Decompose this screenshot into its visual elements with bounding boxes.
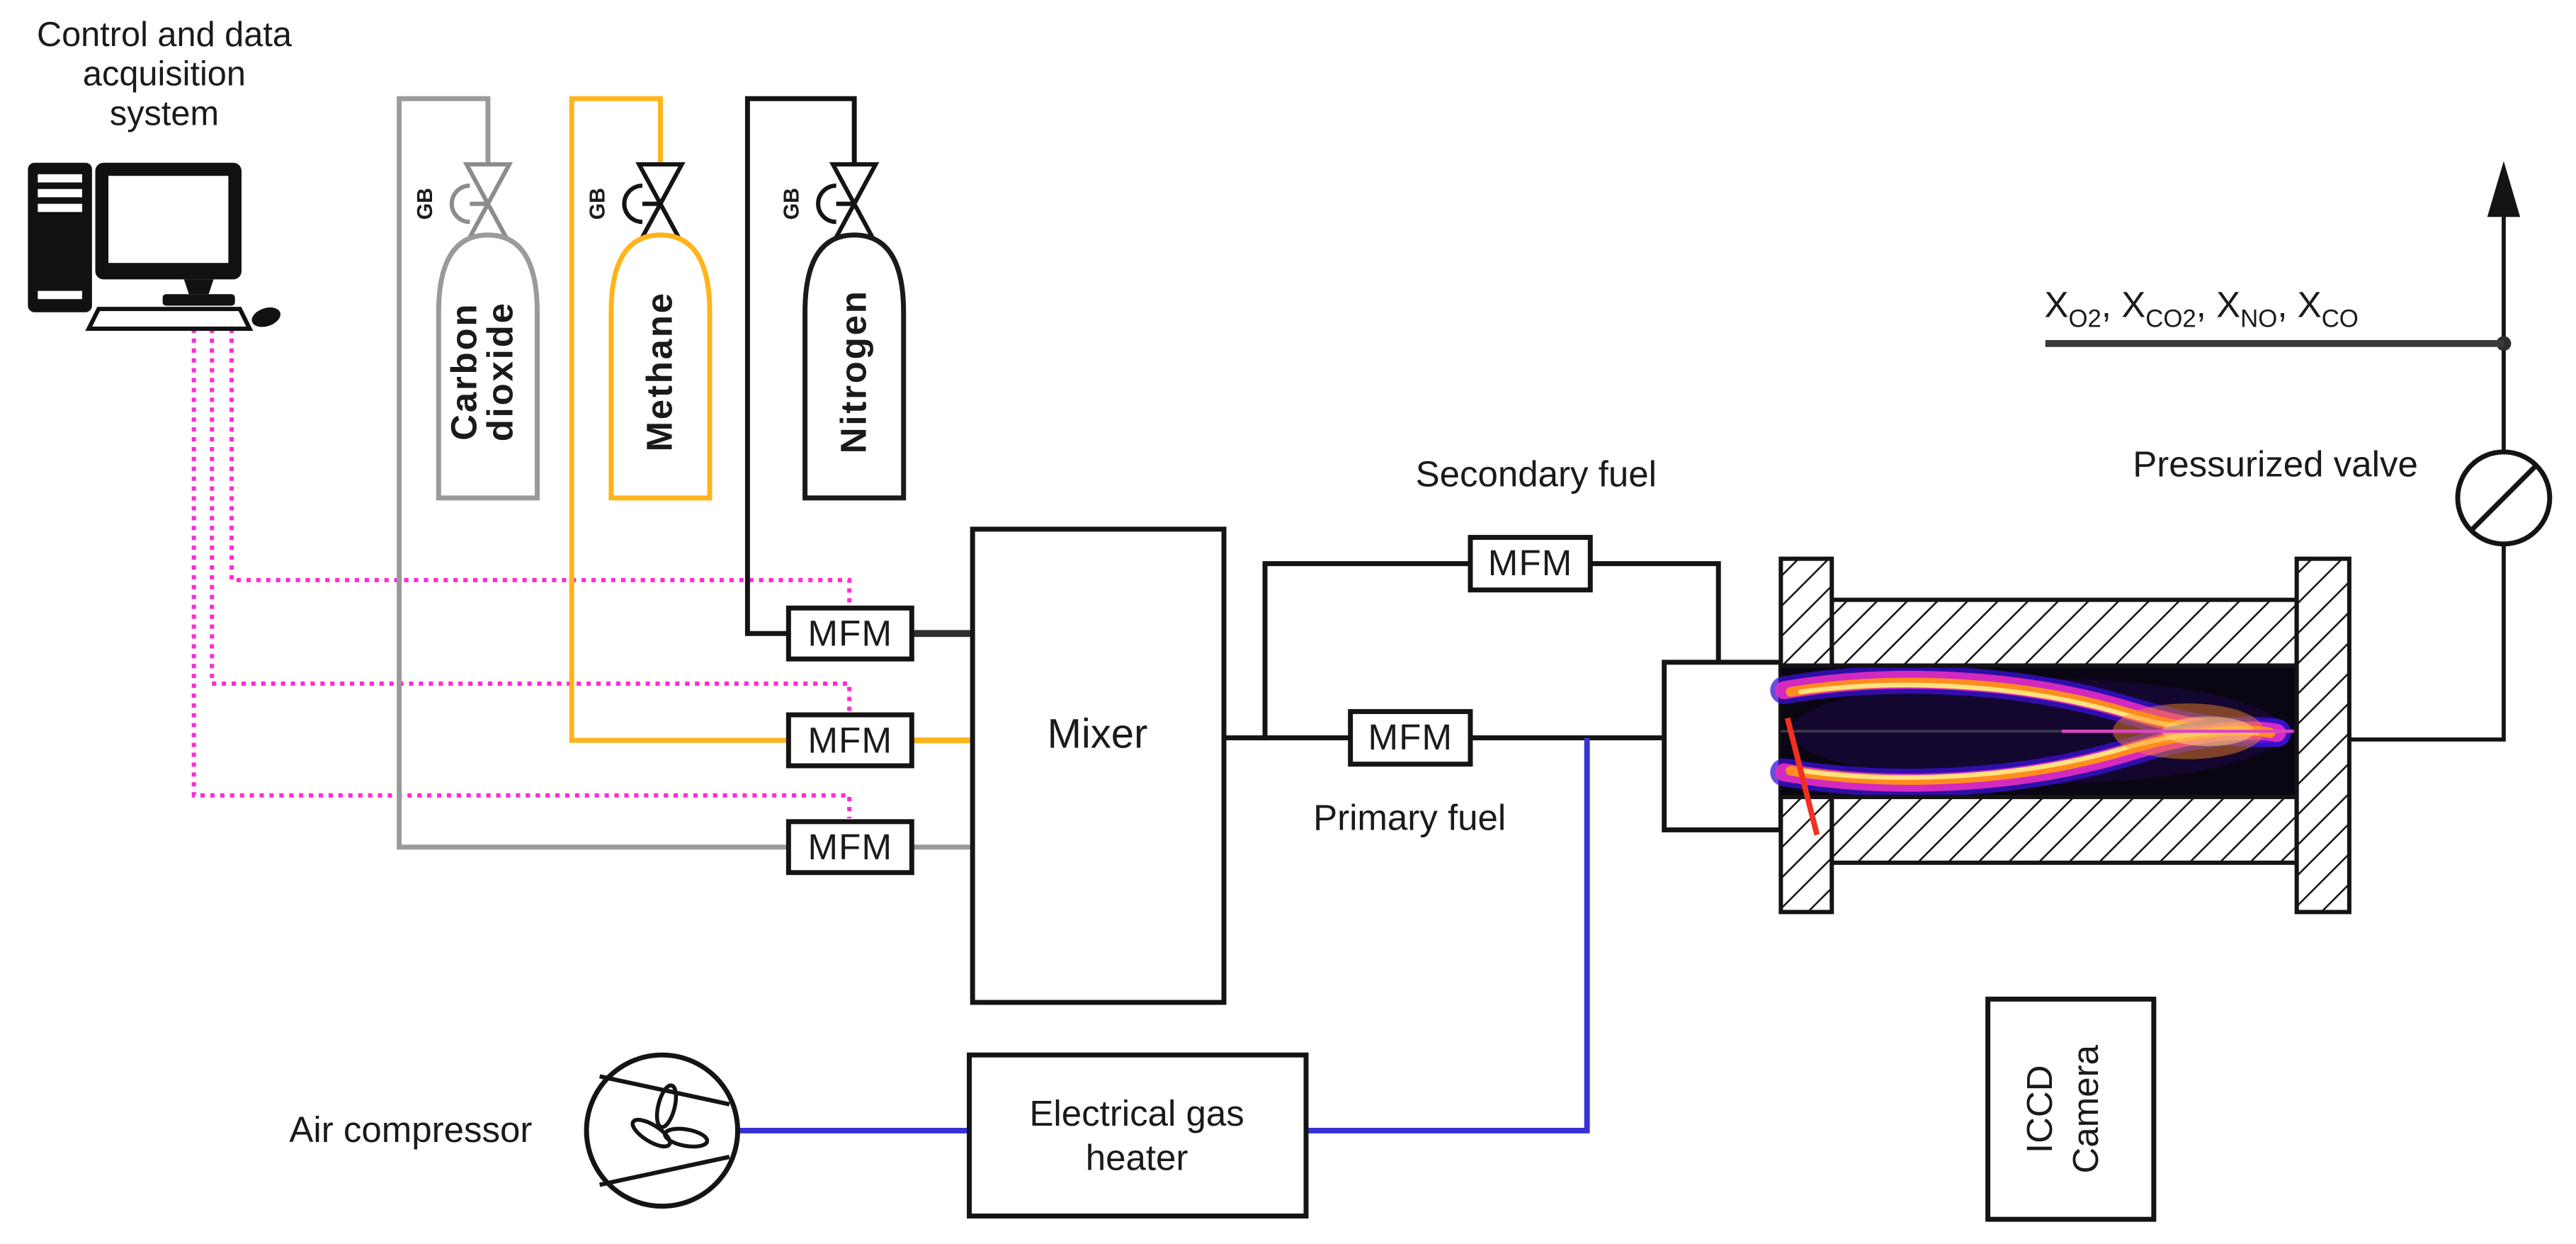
control-system-title-line1: Control and data bbox=[37, 16, 293, 54]
bottle-outline bbox=[436, 232, 540, 501]
combustor-flange-left-bottom bbox=[1778, 795, 1834, 915]
exhaust-section: XO2, XCO2, XNO, XCO Pressurized valve bbox=[2044, 161, 2553, 742]
control-system-title-line3: system bbox=[110, 94, 219, 132]
propeller-icon bbox=[630, 1083, 710, 1149]
valve-label: GB bbox=[414, 188, 437, 220]
electrical-gas-heater: Electrical gas heater bbox=[967, 1052, 1309, 1218]
pressure-valve-slash bbox=[2469, 463, 2538, 533]
control-system-title-line2: acquisition bbox=[83, 55, 246, 94]
pressurized-valve-label: Pressurized valve bbox=[2133, 444, 2418, 485]
mfm-nitrogen bbox=[785, 605, 914, 662]
mixer-label: Mixer bbox=[1048, 711, 1148, 757]
methane-feed-line bbox=[569, 96, 789, 743]
heater-label-line1: Electrical gas bbox=[1029, 1093, 1244, 1133]
bottle-label-line1: Carbon bbox=[444, 302, 484, 441]
mixer-box bbox=[970, 526, 1227, 1005]
gas-bottle-valve-icon bbox=[449, 162, 514, 246]
combustor-wall-top bbox=[1829, 597, 2299, 668]
igniter-line bbox=[1784, 717, 1820, 836]
iccd-label-line2: Camera bbox=[2065, 1044, 2106, 1173]
mfm-methane bbox=[785, 712, 914, 769]
control-system: Control and data acquisition system bbox=[28, 16, 293, 331]
gas-bottle-valve-icon bbox=[816, 162, 880, 246]
mass-flow-meters: MFM MFM MFM bbox=[785, 605, 914, 876]
combustor-flange-left-top bbox=[1778, 556, 1834, 668]
nitrogen-feed-line bbox=[744, 96, 857, 636]
bottle-outline bbox=[608, 232, 713, 501]
mfm-co2-label: MFM bbox=[808, 827, 893, 867]
mfm-primary bbox=[1348, 708, 1473, 767]
gas-feed-lines bbox=[397, 96, 973, 850]
air-compressor: Air compressor bbox=[289, 1052, 740, 1209]
flame-image bbox=[1770, 665, 2297, 798]
valve-label: GB bbox=[586, 188, 610, 220]
control-line-methane bbox=[210, 328, 852, 712]
heater-box bbox=[967, 1052, 1309, 1218]
gas-bottle-valve-icon bbox=[622, 162, 686, 246]
mouse-icon bbox=[251, 307, 281, 327]
air-path bbox=[737, 737, 1590, 1133]
bottle-outline bbox=[802, 232, 907, 501]
mfm-secondary-label: MFM bbox=[1488, 543, 1573, 583]
bottle-label: Methane bbox=[640, 291, 680, 451]
arrow-up-icon bbox=[2487, 161, 2521, 217]
bottle-label: Nitrogen bbox=[833, 289, 873, 453]
valve-label: GB bbox=[780, 188, 803, 220]
exhaust-line bbox=[2349, 543, 2506, 742]
mfm-secondary bbox=[1468, 535, 1593, 593]
iccd-camera-box bbox=[1985, 996, 2157, 1222]
mfm-nitrogen-label: MFM bbox=[808, 613, 893, 654]
mfm-co2 bbox=[785, 819, 914, 876]
bottle-label-line2: dioxide bbox=[480, 301, 521, 441]
mfm-methane-label: MFM bbox=[808, 720, 893, 760]
combustor bbox=[1662, 556, 2351, 915]
control-line-nitrogen bbox=[229, 328, 852, 605]
heater-to-burner-line bbox=[1306, 737, 1590, 1133]
gas-bottle-nitrogen: GB Nitrogen bbox=[780, 162, 907, 501]
secondary-fuel-line bbox=[1262, 561, 1470, 738]
co2-feed-line bbox=[397, 96, 789, 850]
species-label: XO2, XCO2, XNO, XCO bbox=[2044, 285, 2358, 333]
iccd-label-line1: ICCD bbox=[2019, 1065, 2060, 1153]
mixer: Mixer bbox=[970, 526, 1227, 1005]
iccd-camera: ICCD Camera bbox=[1985, 996, 2157, 1222]
heater-label-line2: heater bbox=[1086, 1138, 1188, 1178]
burner-plenum bbox=[1662, 660, 1783, 832]
secondary-fuel-label: Secondary fuel bbox=[1416, 454, 1657, 494]
air-compressor-label: Air compressor bbox=[289, 1109, 532, 1150]
combustor-wall-bottom bbox=[1829, 795, 2299, 865]
computer-icon bbox=[28, 162, 281, 331]
combustor-flange-right bbox=[2294, 556, 2351, 915]
fuel-distribution: MFM MFM Secondary fuel Primary fuel bbox=[1224, 454, 1721, 837]
gas-bottle-carbon-dioxide: GB Carbon dioxide bbox=[414, 162, 540, 501]
gas-bottle-methane: GB Methane bbox=[586, 162, 713, 501]
secondary-fuel-line-out bbox=[1590, 561, 1721, 662]
mfm-primary-label: MFM bbox=[1368, 717, 1453, 757]
primary-fuel-label: Primary fuel bbox=[1313, 797, 1506, 837]
